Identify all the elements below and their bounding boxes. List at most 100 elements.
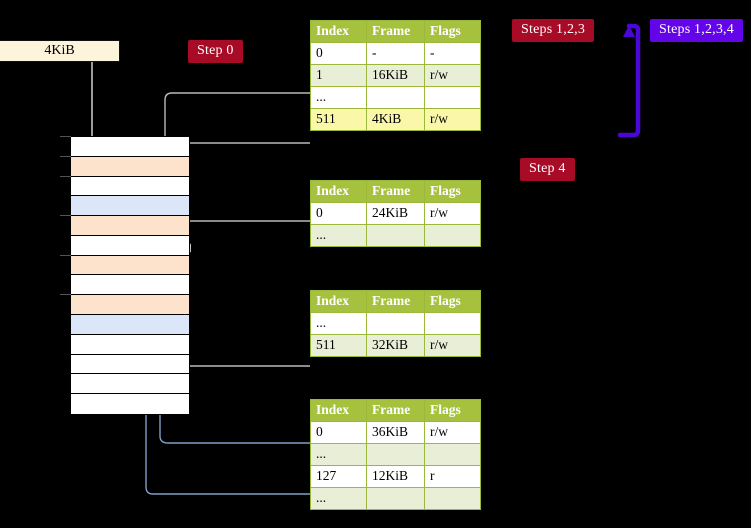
cell-frame bbox=[366, 312, 425, 335]
memory-frame-row bbox=[60, 155, 189, 177]
wire-table3-row511 bbox=[175, 313, 310, 367]
cell-index: ... bbox=[310, 312, 367, 335]
cell-index: 511 bbox=[310, 108, 367, 131]
table-header-row: Index Frame Flags bbox=[310, 180, 481, 203]
table-header-row: Index Frame Flags bbox=[310, 290, 481, 313]
column-header-flags: Flags bbox=[424, 20, 481, 43]
source-frame-box: 4KiB bbox=[0, 40, 120, 62]
column-header-frame: Frame bbox=[366, 399, 425, 422]
column-header-index: Index bbox=[310, 180, 367, 203]
cell-frame: 36KiB bbox=[366, 421, 425, 444]
memory-frame-row bbox=[60, 136, 189, 157]
memory-row-tick bbox=[60, 215, 71, 217]
memory-row-tick bbox=[60, 254, 71, 256]
table-row: ... bbox=[310, 224, 481, 247]
column-header-flags: Flags bbox=[424, 399, 481, 422]
column-header-index: Index bbox=[310, 399, 367, 422]
cell-index: ... bbox=[310, 224, 367, 247]
wire-table2-row0 bbox=[182, 220, 310, 253]
badge-steps-1234: Steps 1,2,3,4 bbox=[650, 19, 743, 42]
column-header-flags: Flags bbox=[424, 290, 481, 313]
table-header-row: Index Frame Flags bbox=[310, 399, 481, 422]
cell-index: 0 bbox=[310, 421, 367, 444]
cell-frame: - bbox=[366, 42, 425, 65]
column-header-index: Index bbox=[310, 20, 367, 43]
table-row: ... bbox=[310, 443, 481, 466]
cell-index: 0 bbox=[310, 202, 367, 225]
physical-memory-column bbox=[60, 136, 190, 415]
cell-flags: r/w bbox=[424, 202, 481, 225]
memory-frame-row bbox=[71, 354, 189, 375]
cell-frame: 4KiB bbox=[366, 108, 425, 131]
cell-flags bbox=[424, 224, 481, 247]
badge-steps-123: Steps 1,2,3 bbox=[512, 19, 595, 42]
cell-flags bbox=[424, 443, 481, 466]
cell-index: 511 bbox=[310, 334, 367, 357]
table-row: ... bbox=[310, 86, 481, 109]
memory-frame-row bbox=[71, 374, 189, 395]
source-frame-label: 4KiB bbox=[44, 43, 75, 58]
memory-frame-row bbox=[71, 235, 189, 256]
column-header-frame: Frame bbox=[366, 290, 425, 313]
cell-flags: r bbox=[424, 465, 481, 488]
cell-flags: r/w bbox=[424, 108, 481, 131]
column-header-flags: Flags bbox=[424, 180, 481, 203]
memory-frame-row bbox=[71, 196, 189, 217]
cell-frame bbox=[366, 487, 425, 510]
memory-frame-row bbox=[60, 294, 189, 316]
cell-frame: 12KiB bbox=[366, 465, 425, 488]
cell-index: ... bbox=[310, 86, 367, 109]
wire-table1-row511 bbox=[175, 142, 310, 157]
column-header-frame: Frame bbox=[366, 20, 425, 43]
cell-index: 127 bbox=[310, 465, 367, 488]
memory-frame-row bbox=[60, 215, 189, 236]
cell-flags bbox=[424, 312, 481, 335]
memory-frame-row bbox=[71, 315, 189, 335]
cell-flags: r/w bbox=[424, 334, 481, 357]
memory-row-tick bbox=[60, 175, 71, 177]
cell-flags bbox=[424, 487, 481, 510]
table-row: ... bbox=[310, 312, 481, 335]
cell-flags: r/w bbox=[424, 64, 481, 87]
cell-frame bbox=[366, 443, 425, 466]
cell-flags: r/w bbox=[424, 421, 481, 444]
memory-frame-row bbox=[60, 175, 189, 197]
memory-frame-row bbox=[71, 394, 189, 414]
cell-index: 1 bbox=[310, 64, 367, 87]
table-row: 0-- bbox=[310, 42, 481, 65]
cell-index: ... bbox=[310, 487, 367, 510]
cell-flags: - bbox=[424, 42, 481, 65]
column-header-frame: Frame bbox=[366, 180, 425, 203]
cell-frame: 32KiB bbox=[366, 334, 425, 357]
memory-frame-row bbox=[60, 254, 189, 276]
column-header-index: Index bbox=[310, 290, 367, 313]
cell-index: ... bbox=[310, 443, 367, 466]
cell-frame bbox=[366, 224, 425, 247]
cell-index: 0 bbox=[310, 42, 367, 65]
badge-step-4: Step 4 bbox=[520, 158, 575, 181]
table-header-row: Index Frame Flags bbox=[310, 20, 481, 43]
wire-steps-loop bbox=[617, 23, 641, 138]
badge-step-0: Step 0 bbox=[188, 40, 243, 63]
cell-frame: 24KiB bbox=[366, 202, 425, 225]
cell-flags bbox=[424, 86, 481, 109]
memory-row-tick bbox=[60, 155, 71, 157]
memory-frame-row bbox=[71, 275, 189, 296]
memory-frame-row bbox=[71, 334, 189, 355]
memory-row-tick bbox=[60, 294, 71, 296]
table-row: ... bbox=[310, 487, 481, 510]
